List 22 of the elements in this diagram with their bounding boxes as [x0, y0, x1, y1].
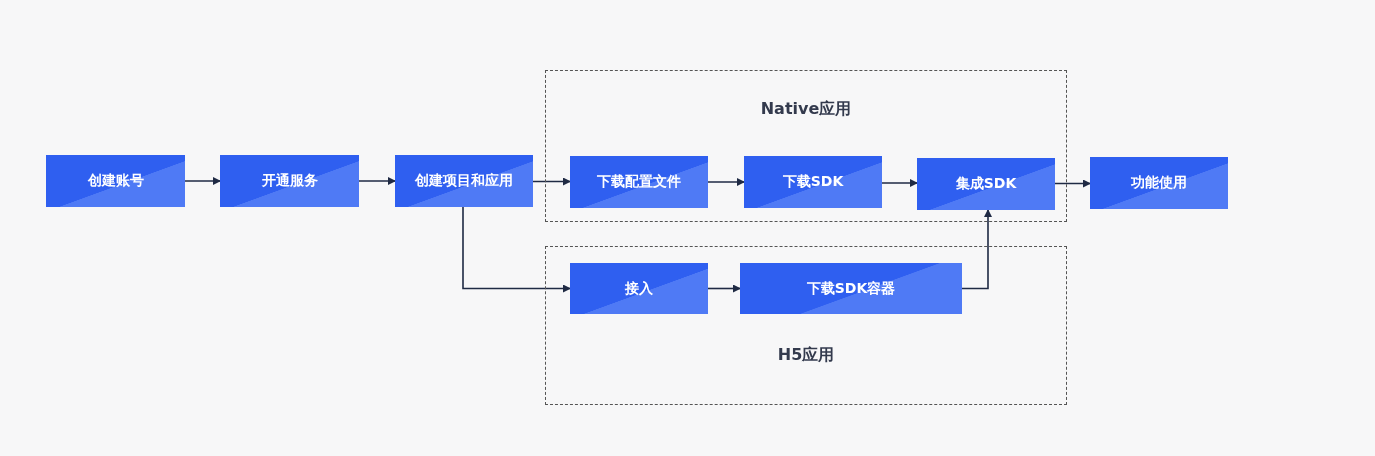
arrow: [532, 177, 571, 186]
group-heading: H5应用: [776, 345, 836, 366]
arrow: [358, 177, 396, 185]
arrow: [961, 209, 992, 290]
group-heading: Native应用: [759, 99, 853, 120]
process-box: 开通服务: [220, 155, 359, 207]
arrow: [707, 284, 741, 293]
process-box: 创建账号: [46, 155, 185, 207]
arrow: [881, 179, 918, 187]
process-box: 下载SDK: [744, 156, 882, 208]
arrow: [184, 177, 221, 185]
process-box: 创建项目和应用: [395, 155, 533, 207]
dashed-group-frame: [545, 70, 1067, 222]
process-box: 下载配置文件: [570, 156, 708, 208]
process-box: 接入: [570, 263, 708, 314]
dashed-group-frame: [545, 246, 1067, 405]
arrow: [1054, 179, 1091, 188]
process-box: 集成SDK: [917, 158, 1055, 210]
process-box: 下载SDK容器: [740, 263, 962, 314]
arrow: [462, 206, 571, 293]
arrow: [707, 178, 745, 186]
process-box: 功能使用: [1090, 157, 1228, 209]
